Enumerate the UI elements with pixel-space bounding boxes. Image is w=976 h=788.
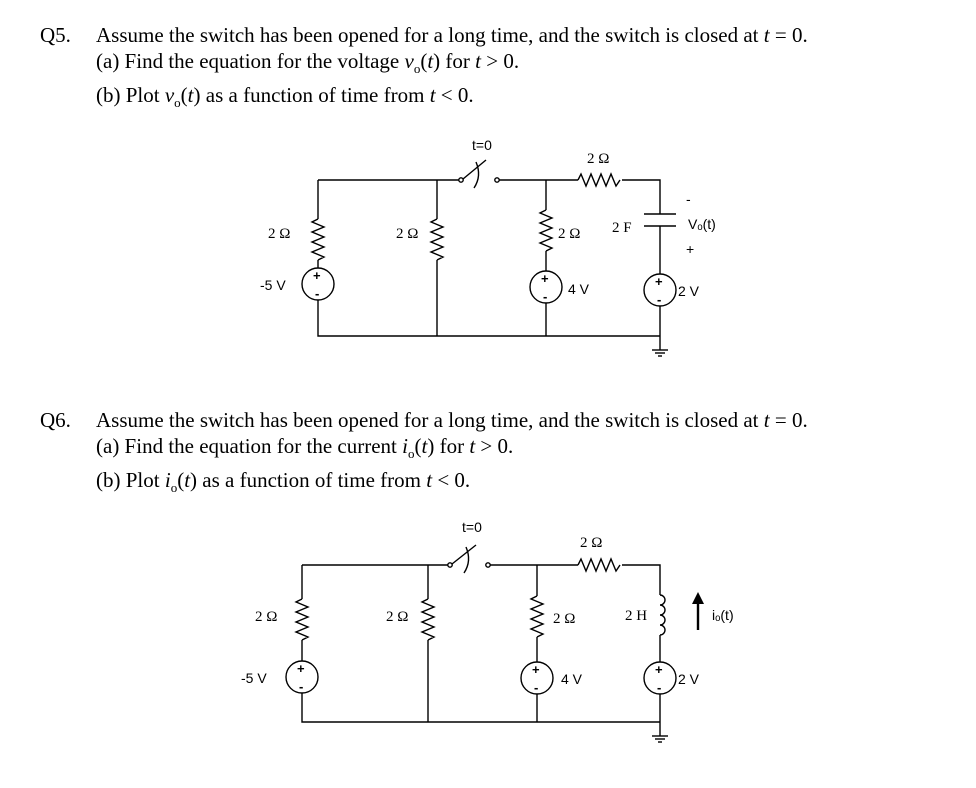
q5-resistor-1	[310, 218, 326, 261]
q6-resistor-1-label: 2 Ω	[255, 609, 277, 625]
q5-resistor-3-label: 2 Ω	[558, 226, 580, 242]
q6-circuit	[285, 544, 677, 743]
q5-source-3-label: 2 V	[678, 283, 700, 299]
q6-resistor-2	[420, 598, 436, 641]
q6-wire-top-right	[622, 564, 661, 595]
q5-wire-bottom	[317, 300, 660, 337]
q5-resistor-series-label: 2 Ω	[587, 151, 609, 167]
q5-source-3-plus: +	[655, 274, 663, 289]
q5-resistor-2	[429, 218, 445, 261]
q6-inductor	[659, 594, 666, 636]
q6-resistor-3	[529, 595, 545, 638]
q5-source-2-plus: +	[541, 271, 549, 286]
q6-part-a: (a) Find the equation for the current io…	[96, 434, 514, 462]
q5-source-2-minus: -	[543, 289, 547, 304]
q5-source-3-minus: -	[657, 292, 661, 307]
question-5: Q5.Assume the switch has been opened for…	[40, 22, 808, 116]
q5-statement: Q5.Assume the switch has been opened for…	[40, 23, 808, 47]
q5-resistor-3	[538, 209, 554, 252]
q5-resistor-2-label: 2 Ω	[396, 226, 418, 242]
q5-resistor-series	[577, 172, 621, 188]
q6-source-3-plus: +	[655, 662, 663, 677]
q5-source-1-label: -5 V	[260, 277, 286, 293]
q6-current-arrow-icon	[692, 592, 704, 630]
q6-wire-bottom	[301, 693, 660, 723]
q6-source-3-minus: -	[657, 680, 661, 695]
q5-output-label: Vₒ(t)	[688, 216, 716, 232]
q6-source-2-plus: +	[532, 662, 540, 677]
q6-source-2-minus: -	[534, 680, 538, 695]
q5-ground-icon	[652, 342, 668, 357]
q5-switch-label: t=0	[472, 137, 492, 153]
q6-statement: Q6.Assume the switch has been opened for…	[40, 408, 808, 432]
q6-ground-icon	[652, 728, 668, 743]
q5-switch	[458, 159, 500, 189]
question-6: Q6.Assume the switch has been opened for…	[40, 407, 808, 501]
q6-resistor-series	[577, 557, 621, 573]
q6-part-b: (b) Plot io(t) as a function of time fro…	[96, 468, 471, 496]
q5-source-2-label: 4 V	[568, 281, 590, 297]
q6-resistor-1	[294, 598, 310, 641]
q5-capacitor-label: 2 F	[612, 220, 632, 236]
q6-source-1-plus: +	[297, 661, 305, 676]
q5-part-a: (a) Find the equation for the voltage vo…	[96, 49, 520, 77]
q6-resistor-3-label: 2 Ω	[553, 611, 575, 627]
q6-source-1-minus: -	[299, 679, 303, 694]
q5-wire-top-right	[622, 179, 661, 214]
q6-inductor-label: 2 H	[625, 608, 647, 624]
q6-source-1-label: -5 V	[241, 670, 267, 686]
q6-source-3-label: 2 V	[678, 671, 700, 687]
q5-capacitor	[644, 213, 676, 227]
q6-output-label: iₒ(t)	[712, 607, 734, 623]
q6-switch	[447, 544, 491, 574]
q5-output-plus: +	[686, 241, 694, 257]
q5-source-1-minus: -	[315, 286, 319, 301]
q5-circuit	[301, 159, 677, 357]
q5-part-b: (b) Plot vo(t) as a function of time fro…	[96, 83, 474, 111]
q6-resistor-series-label: 2 Ω	[580, 535, 602, 551]
q5-source-1-plus: +	[313, 268, 321, 283]
q6-switch-label: t=0	[462, 519, 482, 535]
q6-resistor-2-label: 2 Ω	[386, 609, 408, 625]
q5-resistor-1-label: 2 Ω	[268, 226, 290, 242]
q5-output-minus: -	[686, 191, 691, 207]
q6-source-2-label: 4 V	[561, 671, 583, 687]
